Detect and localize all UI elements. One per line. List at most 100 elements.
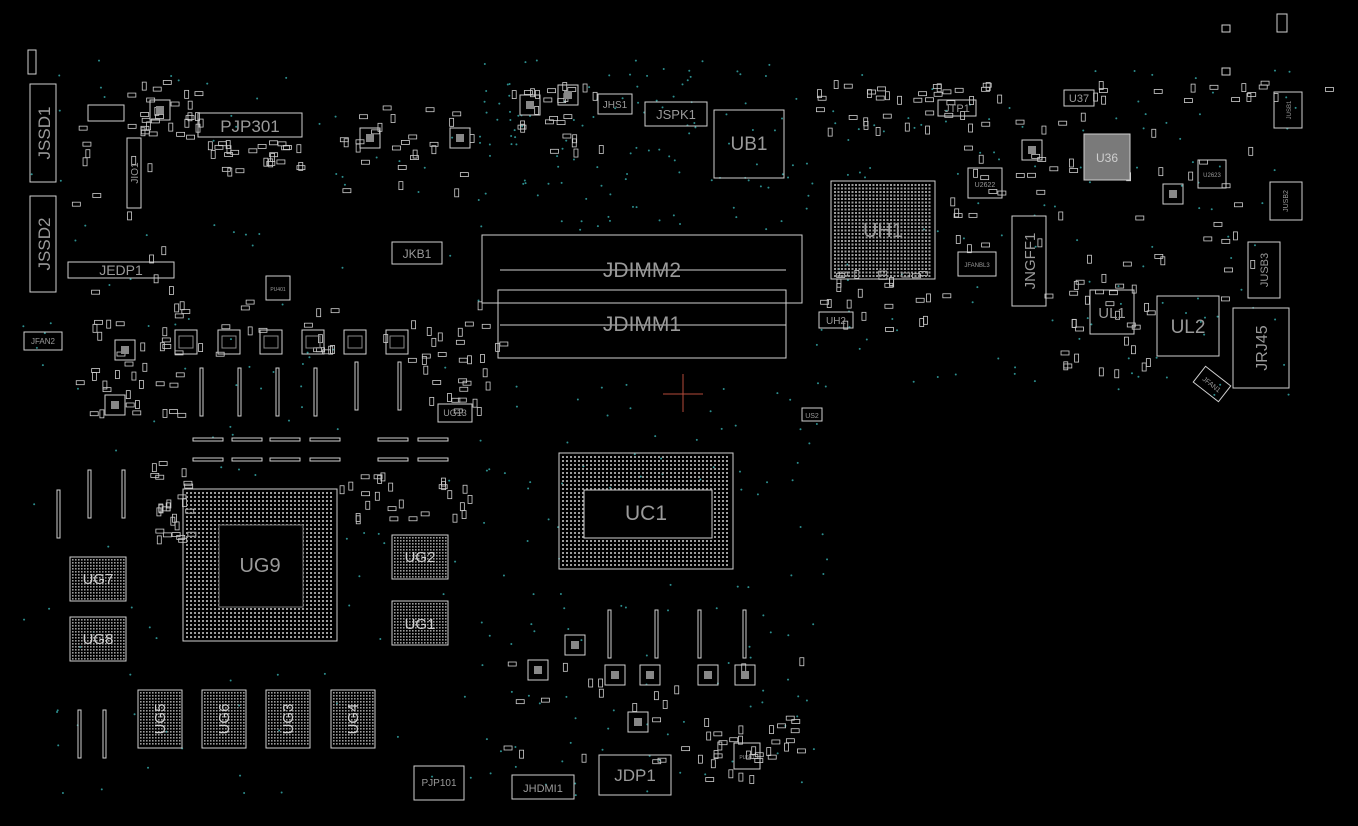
pin-grid [394, 603, 447, 644]
connector-jfanbl3[interactable]: JFANBL3 [957, 251, 997, 277]
ic-uc1[interactable]: UC1 [558, 452, 734, 570]
connector-small-top-left[interactable] [27, 49, 37, 75]
label-ug2: UG2 [405, 549, 436, 566]
ic-ug4[interactable]: UG4 [330, 689, 376, 749]
label-u2622: U2622 [975, 182, 996, 189]
ic-ug6[interactable]: UG6 [201, 689, 247, 749]
connector-jhs1[interactable]: JHS1 [597, 93, 633, 115]
ic-ug8[interactable]: UG8 [69, 616, 127, 662]
label-ug6: UG6 [216, 704, 233, 735]
connector-jfan2[interactable]: JFAN2 [23, 331, 63, 351]
connector-jdp1[interactable]: JDP1 [598, 754, 672, 796]
pin-grid [268, 692, 309, 745]
ic-ub1[interactable]: UB1 [713, 109, 785, 179]
ic-jmaro[interactable] [87, 104, 125, 122]
pin-grid [333, 692, 374, 745]
connector-jusb2[interactable]: JUSB2 [1269, 181, 1303, 221]
connector-jdimm2[interactable]: JDIMM2 [481, 234, 803, 304]
connector-jio1[interactable]: JIO1 [126, 137, 142, 209]
label-pjp301: PJP301 [220, 117, 280, 136]
pin-grid [72, 619, 125, 660]
pin-grid [186, 492, 332, 638]
ic-us2[interactable]: US2 [801, 407, 823, 422]
label-pjp101: PJP101 [421, 778, 456, 789]
ic-ug7[interactable]: UG7 [69, 556, 127, 602]
pin-grid [834, 184, 931, 277]
ic-uh2[interactable]: UH2 [818, 311, 854, 329]
label-jssd2: JSSD2 [35, 218, 54, 271]
ic-ug3[interactable]: UG3 [265, 689, 311, 749]
label-jedp1: JEDP1 [99, 262, 143, 278]
label-uh1: UH1 [863, 220, 903, 242]
label-jspk1: JSPK1 [656, 107, 696, 122]
ic-ug2[interactable]: UG2 [391, 534, 449, 580]
label-jfan2: JFAN2 [31, 337, 56, 346]
connector-jkb1[interactable]: JKB1 [391, 241, 443, 265]
label-jtp1: JTP1 [944, 103, 970, 115]
label-ug7: UG7 [83, 571, 114, 588]
label-jusb2: JUSB2 [1283, 190, 1290, 212]
connector-jusb3[interactable]: JUSB3 [1247, 241, 1281, 299]
label-jrj45: JRJ45 [1254, 325, 1271, 370]
ic-u36[interactable]: U36 [1083, 133, 1131, 181]
connector-pjp301[interactable]: PJP301 [197, 112, 303, 138]
label-jhs1: JHS1 [603, 100, 628, 111]
connector-jngff1[interactable]: JNGFF1 [1011, 215, 1047, 307]
ic-ug5[interactable]: UG5 [137, 689, 183, 749]
pin-grid [72, 559, 125, 600]
connector-jspk1[interactable]: JSPK1 [644, 101, 708, 127]
connector-jhdmi1[interactable]: JHDMI1 [511, 774, 575, 800]
misc-outlines [56, 13, 1288, 759]
passive-components [71, 80, 1334, 784]
label-jio1: JIO1 [130, 162, 141, 184]
ic-pu601[interactable]: PU601 [733, 742, 761, 770]
label-u2623: U2623 [1203, 173, 1221, 179]
connector-jssd1[interactable]: JSSD1 [29, 83, 57, 183]
label-ug3: UG3 [280, 704, 297, 735]
ic-ul2[interactable]: UL2 [1156, 295, 1220, 357]
connector-jssd2[interactable]: JSSD2 [29, 195, 57, 293]
label-jfanbl3: JFANBL3 [964, 263, 990, 269]
ic-ug1[interactable]: UG1 [391, 600, 449, 646]
connector-pjp101[interactable]: PJP101 [413, 765, 465, 801]
label-jdp1: JDP1 [614, 766, 656, 785]
pin-grid [204, 692, 245, 745]
label-u37: U37 [1069, 93, 1089, 105]
connector-jrj45[interactable]: JRJ45 [1232, 307, 1290, 389]
label-ug1: UG1 [405, 616, 436, 633]
label-pu601: PU601 [739, 755, 755, 761]
label-jusb1: JUSB1 [1287, 100, 1293, 119]
pin-grid [394, 537, 447, 578]
label-jssd1: JSSD1 [35, 107, 54, 160]
origin-marker [663, 374, 703, 412]
label-jusb3: JUSB3 [1259, 253, 1271, 287]
label-ug13: UG13 [443, 408, 467, 418]
ic-u2623[interactable]: U2623 [1197, 159, 1227, 189]
ic-pu401[interactable]: PU401 [265, 275, 291, 301]
label-ug5: UG5 [152, 704, 169, 735]
ic-uh1[interactable]: UH1 [830, 180, 936, 280]
label-jkb1: JKB1 [403, 247, 432, 261]
ic-u2622[interactable]: U2622 [967, 167, 1003, 199]
label-jhdmi1: JHDMI1 [523, 783, 563, 795]
ic-ug9[interactable]: UG9 [182, 488, 338, 642]
ic-ul1[interactable]: UL1 [1089, 289, 1135, 335]
label-ul2: UL2 [1171, 317, 1206, 338]
via-field [22, 59, 1297, 797]
label-ug8: UG8 [83, 631, 114, 648]
label-u36: U36 [1096, 151, 1118, 165]
connector-jtp1[interactable]: JTP1 [937, 99, 977, 117]
connector-jdimm1[interactable]: JDIMM1 [497, 289, 787, 359]
label-uc1: UC1 [625, 502, 667, 525]
connector-jedp1[interactable]: JEDP1 [67, 261, 175, 279]
connector-jusb1[interactable]: JUSB1 [1273, 91, 1303, 129]
label-pu401: PU401 [270, 287, 286, 293]
label-jdimm2: JDIMM2 [603, 259, 681, 282]
label-jngff1: JNGFF1 [1022, 233, 1039, 290]
pin-grid [140, 692, 181, 745]
label-jdimm1: JDIMM1 [603, 313, 681, 336]
ic-u37[interactable]: U37 [1063, 89, 1095, 107]
ic-ug13[interactable]: UG13 [437, 403, 473, 423]
